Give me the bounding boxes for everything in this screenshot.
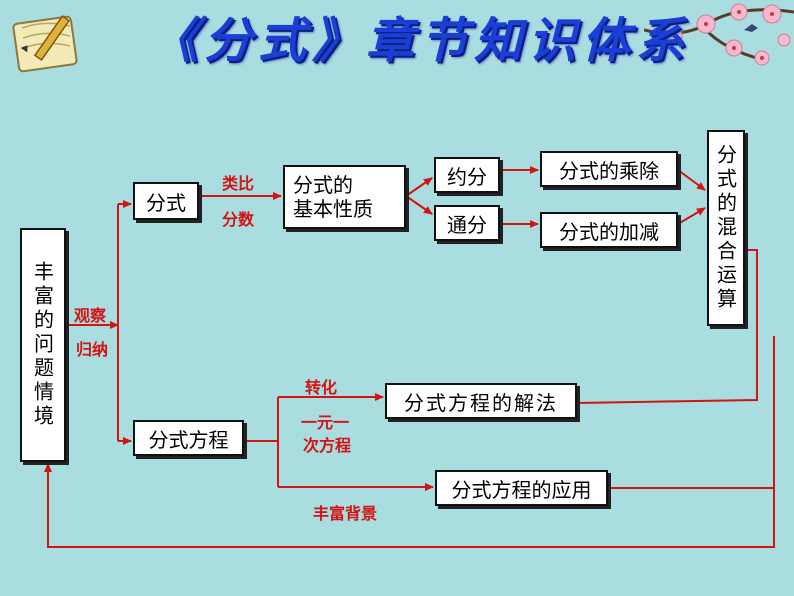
equation-solving-box: 分式方程的解法 — [385, 383, 577, 419]
mixed-operations-box: 分式的混合运算 — [707, 130, 745, 326]
label-linear-1: 一元一 — [301, 413, 350, 432]
arrow-feedback-loop — [44, 336, 775, 548]
arrow-to-common-denominator — [405, 195, 433, 215]
mul-div-box: 分式的乘除 — [540, 151, 678, 187]
situation-box: 丰富的问题情境 — [20, 228, 66, 462]
equation-box: 分式方程 — [133, 420, 244, 456]
plum-blossom-branch-icon — [644, 3, 794, 66]
page-title: 《分式》章节知识体系 — [150, 13, 691, 69]
label-observe: 观察 — [74, 306, 107, 325]
arrow-mixed-to-solving — [576, 249, 758, 404]
label-transform: 转化 — [305, 378, 338, 397]
equation-application-box: 分式方程的应用 — [435, 470, 608, 506]
common-denominator-box: 通分 — [434, 205, 500, 241]
arrow-add-sub-to-mixed — [677, 207, 706, 225]
label-induce: 归纳 — [76, 340, 109, 359]
basic-property-line1: 分式的 — [293, 173, 353, 197]
basic-property-line2: 基本性质 — [293, 197, 373, 221]
reduce-box: 约分 — [434, 157, 500, 193]
arrow-to-reduce — [405, 177, 433, 197]
fraction-box: 分式 — [133, 182, 199, 220]
label-rich-background: 丰富背景 — [313, 504, 378, 523]
add-sub-box: 分式的加减 — [540, 212, 678, 248]
label-analogy: 类比 — [222, 174, 255, 193]
notebook-pencil-icon — [12, 15, 78, 73]
basic-property-box: 分式的 基本性质 — [283, 165, 406, 229]
label-fraction-number: 分数 — [222, 210, 255, 229]
label-linear-2: 次方程 — [303, 436, 352, 455]
arrow-mul-div-to-mixed — [677, 169, 706, 191]
